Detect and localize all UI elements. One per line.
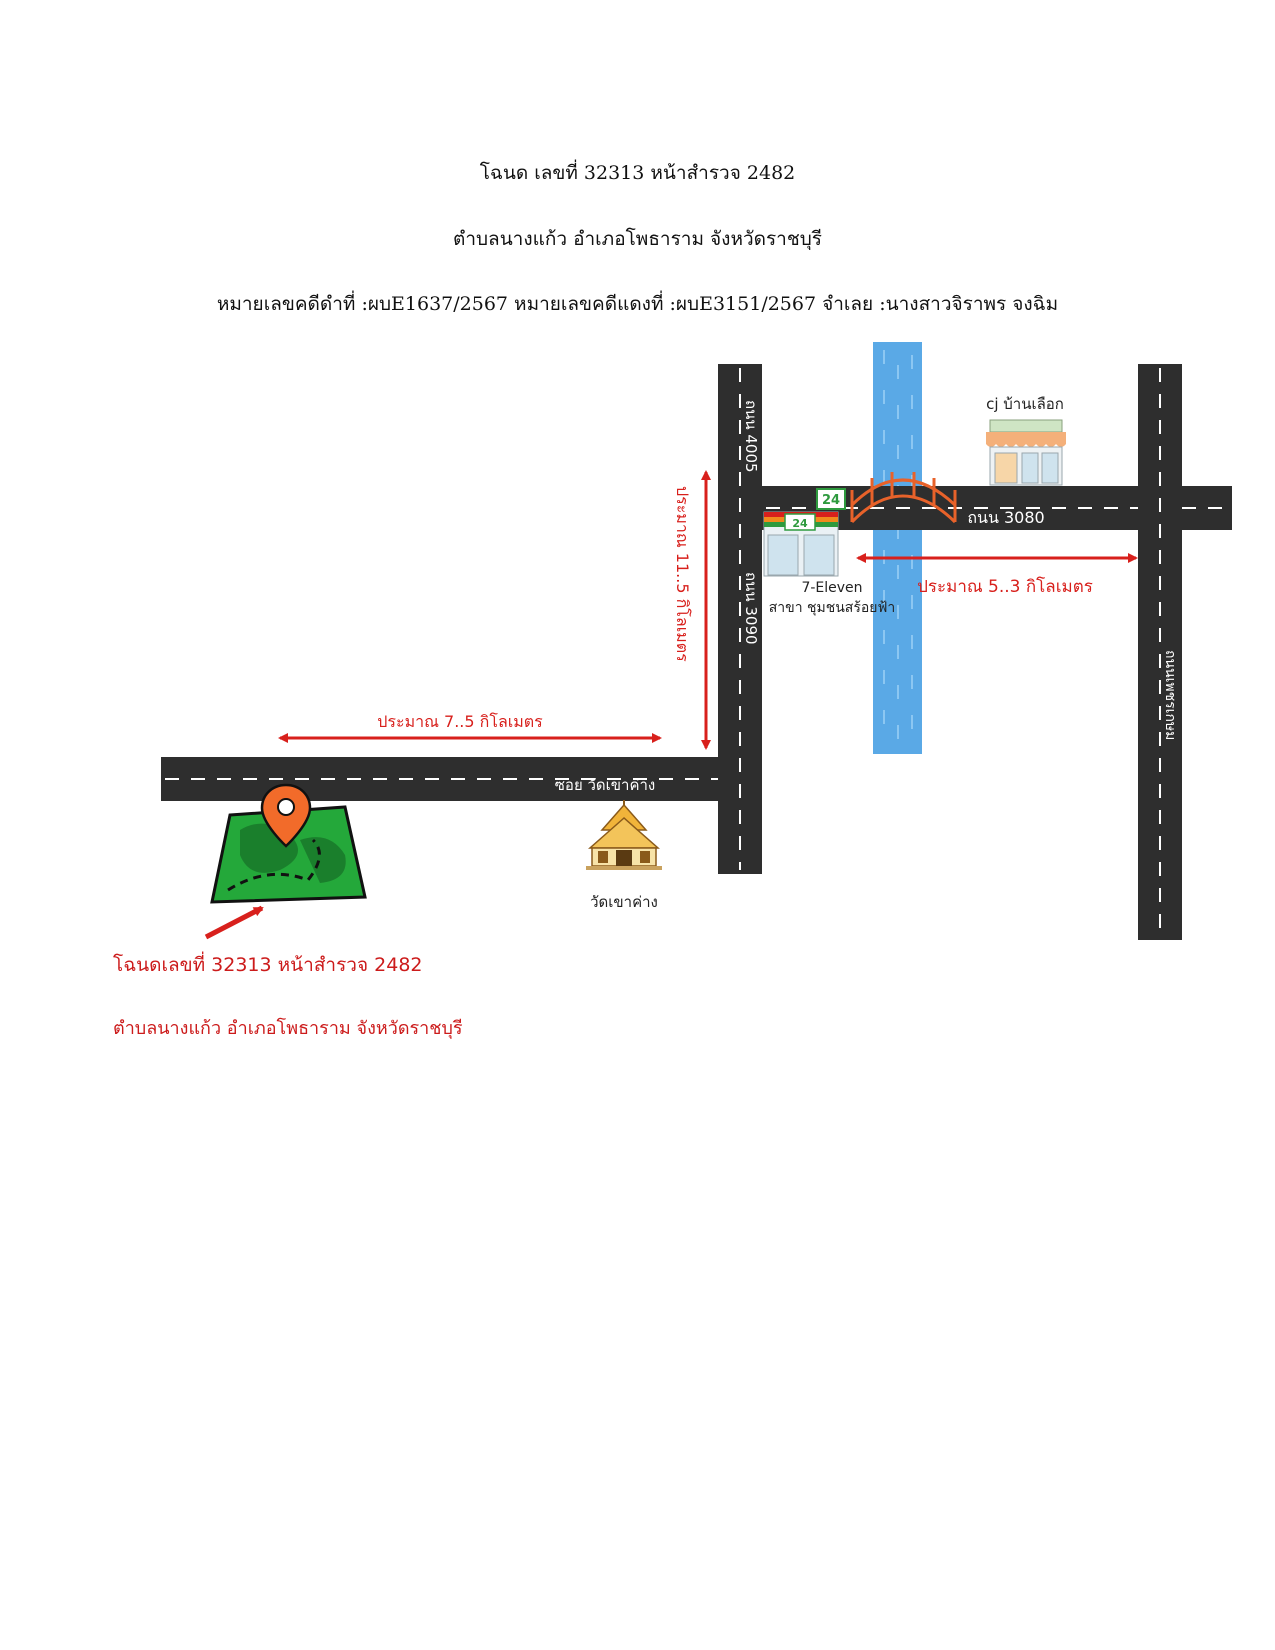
parcel-pointer-arrow xyxy=(204,905,264,940)
road-phetkasem xyxy=(1138,364,1182,940)
seven-eleven-name: 7-Eleven xyxy=(801,580,862,596)
location-map: ซอย วัดเขาค่าง ถนน 4005 ถนน 3090 ถนน 308… xyxy=(161,342,1232,940)
seven-eleven-branch: สาขา ชุมชนสร้อยฟ้า xyxy=(769,600,896,616)
store-sign-top: 24 xyxy=(822,493,840,508)
road-label-4005: ถนน 4005 xyxy=(742,400,760,473)
distance-label-west: ประมาณ 7..5 กิโลเมตร xyxy=(377,712,543,731)
road-label-soi-wat: ซอย วัดเขาค่าง xyxy=(555,776,656,794)
footer-deed-line: โฉนดเลขที่ 32313 หน้าสำรวจ 2482 xyxy=(113,954,423,976)
distance-label-north: ประมาณ 11..5 กิโลเมตร xyxy=(673,486,692,662)
river xyxy=(873,342,922,754)
road-4005-3090 xyxy=(718,364,762,874)
cj-store-icon xyxy=(986,419,1066,486)
store-sign-front: 24 xyxy=(792,517,808,530)
seven-eleven-store-icon: 24 24 xyxy=(763,488,846,577)
deed-title: โฉนด เลขที่ 32313 หน้าสำรวจ 2482 xyxy=(479,162,796,184)
deed-location: ตำบลนางแก้ว อำเภอโพธาราม จังหวัดราชบุรี xyxy=(452,228,823,250)
temple-label: วัดเขาค่าง xyxy=(590,893,658,911)
road-label-3090: ถนน 3090 xyxy=(742,572,760,645)
location-pin-icon xyxy=(260,783,312,848)
cj-store-label: cj บ้านเลือก xyxy=(986,395,1064,413)
case-numbers: หมายเลขคดีดำที่ :ผบE1637/2567 หมายเลขคดี… xyxy=(216,293,1059,315)
road-soi-wat xyxy=(161,757,721,801)
temple-icon xyxy=(586,800,662,870)
distance-label-east: ประมาณ 5..3 กิโลเมตร xyxy=(917,576,1093,597)
road-label-phetkasem: ถนนเพชรเกษม xyxy=(1162,650,1178,740)
bridge-icon xyxy=(850,472,957,524)
footer-location-line: ตำบลนางแก้ว อำเภอโพธาราม จังหวัดราชบุรี xyxy=(113,1018,463,1039)
road-label-3080: ถนน 3080 xyxy=(967,508,1044,527)
